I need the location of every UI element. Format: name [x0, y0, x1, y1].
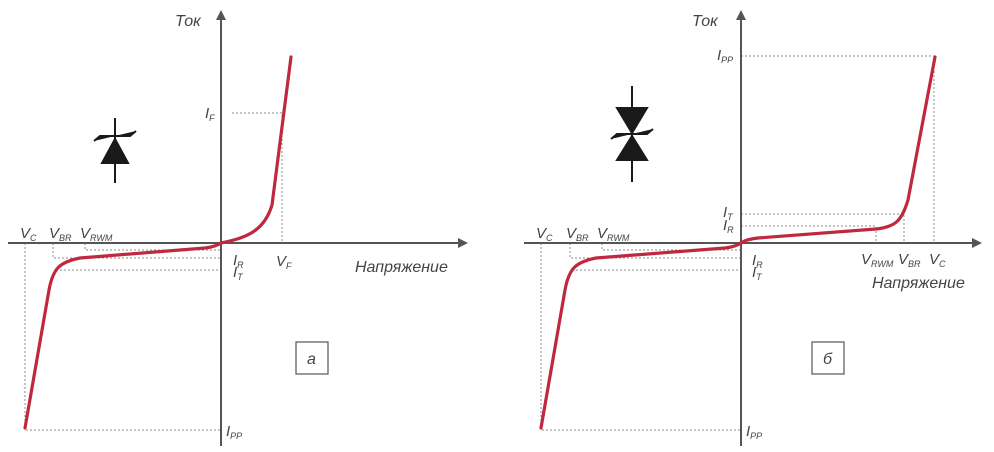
- zener-diode-icon: [93, 118, 137, 183]
- label-vf-a: VF: [276, 253, 292, 271]
- iv-curve-a: [23, 55, 293, 430]
- iv-curve-b: [539, 55, 937, 430]
- bidirectional-tvs-diode-icon: [610, 86, 654, 182]
- guide-lines-a: [24, 112, 283, 431]
- label-vrwm-left-b: VRWM: [597, 225, 630, 243]
- label-ipp-a: IPP: [226, 423, 242, 441]
- y-axis-title-a: Ток: [175, 13, 202, 30]
- panel-tag-a: а: [307, 351, 316, 368]
- panel-b: Ток Напряжение VC VBR VRWM VRWM VBR VC I…: [524, 10, 982, 446]
- panel-tag-b: б: [823, 351, 833, 368]
- label-ipp-top-b: IPP: [717, 47, 733, 65]
- label-vc-a: VC: [20, 225, 37, 243]
- label-vrwm-a: VRWM: [80, 225, 113, 243]
- y-axis-title-b: Ток: [692, 13, 719, 30]
- label-it-a: IT: [233, 264, 244, 282]
- label-vc-right-b: VC: [929, 251, 946, 269]
- x-axis-title-b: Напряжение: [872, 275, 965, 292]
- label-vrwm-right-b: VRWM: [861, 251, 894, 269]
- panel-tag-box-b: [811, 341, 845, 375]
- label-vc-left-b: VC: [536, 225, 553, 243]
- panel-a: Ток Напряжение VC VBR VRWM VF IF IR IT I…: [8, 10, 468, 446]
- x-axis-title-a: Напряжение: [355, 259, 448, 276]
- label-vbr-a: VBR: [49, 225, 72, 243]
- label-if-a: IF: [205, 105, 215, 123]
- label-it-bottom-b: IT: [752, 264, 763, 282]
- label-ir-top-b: IR: [723, 217, 734, 235]
- label-ir-a: IR: [233, 252, 244, 270]
- label-vbr-left-b: VBR: [566, 225, 589, 243]
- label-ir-bottom-b: IR: [752, 252, 763, 270]
- label-vbr-right-b: VBR: [898, 251, 921, 269]
- label-ipp-bottom-b: IPP: [746, 423, 762, 441]
- label-it-top-b: IT: [723, 204, 734, 222]
- panel-tag-box-a: [295, 341, 329, 375]
